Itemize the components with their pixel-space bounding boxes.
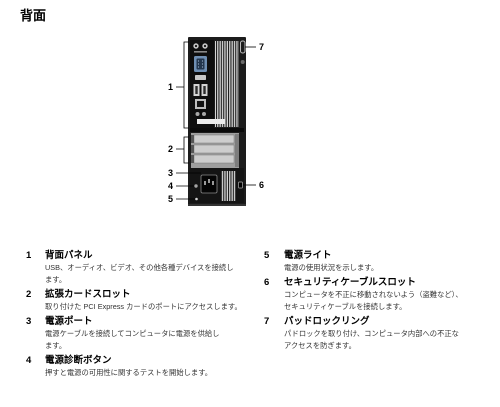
power-port-pin bbox=[204, 181, 206, 185]
vga-port-socket bbox=[196, 58, 205, 70]
callout-number-2: 2 bbox=[168, 144, 173, 154]
item-body: 電源診断ボタン 押すと電源の可用性に関するテストを開始します。 bbox=[45, 354, 252, 379]
tower-foot bbox=[188, 204, 246, 206]
item-description-line: USB、オーディオ、ビデオ、その他各種デバイスを接続し bbox=[45, 263, 234, 272]
usb-port-tongue bbox=[195, 86, 198, 94]
thumbscrew bbox=[240, 60, 245, 64]
power-port bbox=[200, 174, 218, 194]
callouts: 1 2 3 4 5 6 7 bbox=[168, 41, 264, 204]
feature-list-right: 5 電源ライト 電源の使用状況を示します。 6 セキュリティケーブルスロット コ… bbox=[264, 249, 490, 354]
item-title: 拡張カードスロット bbox=[45, 289, 131, 300]
item-number: 3 bbox=[26, 316, 32, 327]
item-title: 背面パネル bbox=[45, 250, 93, 261]
list-item: 1 背面パネル USB、オーディオ、ビデオ、その他各種デバイスを接続し ます。 bbox=[26, 249, 252, 286]
item-description-line: アクセスを防ぎます。 bbox=[284, 341, 356, 350]
rear-panel bbox=[190, 40, 214, 128]
expansion-card-slots bbox=[191, 133, 239, 168]
audio-jacks-bottom bbox=[195, 112, 206, 116]
security-cable-slot bbox=[238, 181, 243, 189]
page-title: 背面 bbox=[20, 8, 47, 23]
callout-number-1: 1 bbox=[168, 82, 173, 92]
item-description-line: ます。 bbox=[45, 341, 67, 350]
callout-number-6: 6 bbox=[259, 180, 264, 190]
item-description-line: 電源の使用状況を示します。 bbox=[284, 263, 379, 272]
vent-grille-lower bbox=[221, 171, 236, 201]
slot-cover bbox=[193, 144, 235, 154]
item-number: 4 bbox=[26, 355, 32, 366]
ethernet-port-socket bbox=[197, 101, 204, 107]
item-description-line: 電源ケーブルを接続してコンピュータに電源を供給し bbox=[45, 329, 220, 338]
slot-cover bbox=[193, 134, 235, 144]
power-supply bbox=[190, 168, 244, 203]
item-number: 5 bbox=[264, 250, 270, 261]
slot-cover bbox=[193, 154, 235, 164]
list-item: 6 セキュリティケーブルスロット コンピュータを不正に移動されないよう（盗難など… bbox=[264, 276, 490, 313]
item-description-line: セキュリティケーブルを接続します。 bbox=[284, 302, 407, 311]
vga-port bbox=[194, 56, 207, 72]
audio-jack bbox=[202, 112, 206, 116]
callout-1-bracket bbox=[176, 41, 189, 129]
power-port-pin bbox=[208, 179, 210, 183]
port-strip bbox=[194, 51, 207, 53]
item-title: パッドロックリング bbox=[284, 316, 370, 327]
list-item: 7 パッドロックリング パドロックを取り付け、コンピュータ内部への不正な アクセ… bbox=[264, 315, 490, 352]
item-description-line: 押すと電源の可用性に関するテストを開始します。 bbox=[45, 368, 213, 377]
list-item: 3 電源ポート 電源ケーブルを接続してコンピュータに電源を供給し ます。 bbox=[26, 315, 252, 352]
vga-pin bbox=[201, 63, 204, 65]
item-body: 電源ポート 電源ケーブルを接続してコンピュータに電源を供給し ます。 bbox=[45, 315, 252, 352]
item-title: 電源診断ボタン bbox=[45, 355, 112, 366]
power-port-pin bbox=[212, 181, 214, 185]
callout-number-4: 4 bbox=[168, 181, 173, 191]
audio-jacks-top bbox=[193, 43, 208, 49]
audio-jack bbox=[195, 112, 200, 116]
item-description-line: パドロックを取り付け、コンピュータ内部への不正な bbox=[284, 329, 459, 338]
list-item: 2 拡張カードスロット 取り付けた PCI Express カードのポートにアク… bbox=[26, 288, 252, 313]
ethernet-port bbox=[195, 99, 206, 109]
item-number: 1 bbox=[26, 250, 32, 261]
item-description-line: ます。 bbox=[45, 275, 67, 284]
item-body: 電源ライト 電源の使用状況を示します。 bbox=[284, 249, 490, 274]
item-title: 電源ライト bbox=[284, 250, 332, 261]
item-body: セキュリティケーブルスロット コンピュータを不正に移動されないよう（盗難など）、… bbox=[284, 276, 490, 313]
item-title: セキュリティケーブルスロット bbox=[284, 277, 416, 288]
vga-pin bbox=[201, 66, 204, 68]
list-item: 5 電源ライト 電源の使用状況を示します。 bbox=[264, 249, 490, 274]
slot-side-bracket bbox=[235, 134, 239, 167]
item-number: 2 bbox=[26, 289, 32, 300]
callout-number-5: 5 bbox=[168, 194, 173, 204]
item-body: 拡張カードスロット 取り付けた PCI Express カードのポートにアクセス… bbox=[45, 288, 252, 313]
vga-pin bbox=[201, 60, 204, 62]
vga-pin bbox=[197, 60, 200, 62]
vga-pin bbox=[197, 66, 200, 68]
item-number: 7 bbox=[264, 316, 270, 327]
callout-2-bracket bbox=[176, 136, 189, 164]
vga-pin bbox=[197, 63, 200, 65]
power-light bbox=[195, 197, 198, 201]
service-label bbox=[197, 119, 225, 124]
rear-view-diagram: 1 2 3 4 5 6 7 bbox=[168, 37, 264, 206]
power-port-socket bbox=[200, 174, 218, 194]
vent-grille-upper bbox=[215, 41, 239, 127]
panel-divider bbox=[190, 128, 244, 132]
usb-port-tongue bbox=[203, 86, 206, 94]
hdmi-port bbox=[195, 75, 206, 80]
item-description-line: 取り付けた PCI Express カードのポートにアクセスします。 bbox=[45, 302, 242, 311]
item-body: 背面パネル USB、オーディオ、ビデオ、その他各種デバイスを接続し ます。 bbox=[45, 249, 252, 286]
usb-ports bbox=[193, 84, 208, 96]
callout-number-7: 7 bbox=[259, 42, 264, 52]
item-body: パッドロックリング パドロックを取り付け、コンピュータ内部への不正な アクセスを… bbox=[284, 315, 490, 352]
slot-tab bbox=[191, 135, 194, 143]
computer-tower bbox=[188, 37, 246, 206]
item-number: 6 bbox=[264, 277, 270, 288]
item-title: 電源ポート bbox=[45, 316, 93, 327]
feature-list-left: 1 背面パネル USB、オーディオ、ビデオ、その他各種デバイスを接続し ます。 … bbox=[26, 249, 252, 381]
audio-jack-hole bbox=[194, 44, 198, 48]
item-description-line: コンピュータを不正に移動されないよう（盗難など）、 bbox=[284, 290, 463, 299]
slot-tab bbox=[191, 145, 194, 153]
slot-tab bbox=[191, 155, 194, 163]
audio-jack-hole bbox=[203, 44, 207, 48]
power-diagnostic-button bbox=[194, 184, 198, 188]
callout-number-3: 3 bbox=[168, 168, 173, 178]
list-item: 4 電源診断ボタン 押すと電源の可用性に関するテストを開始します。 bbox=[26, 354, 252, 379]
